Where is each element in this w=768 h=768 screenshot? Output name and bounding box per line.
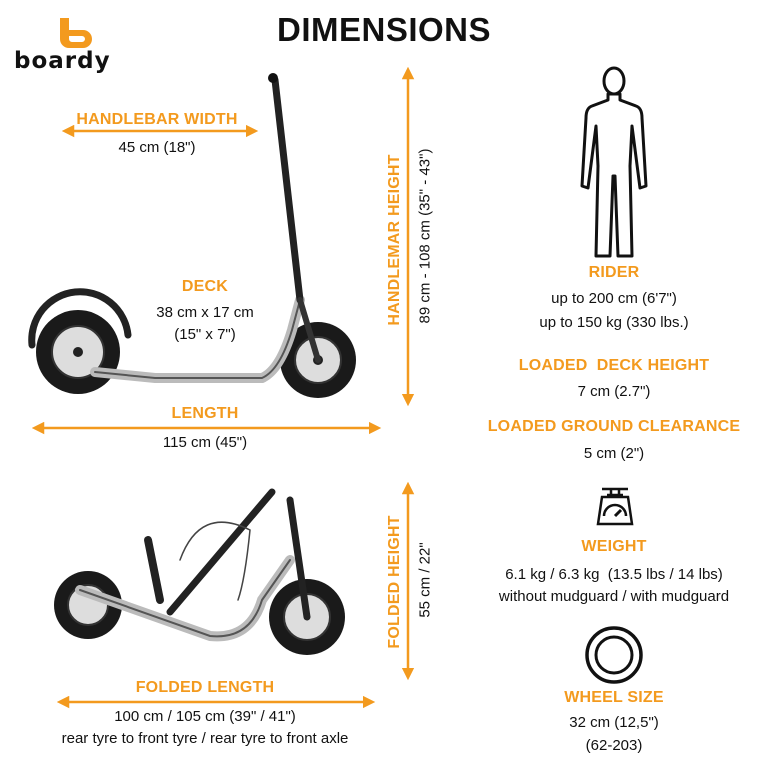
wheel-icon [585, 626, 643, 684]
rider-height: up to 200 cm (6'7") [551, 290, 677, 307]
weight-value: 6.1 kg / 6.3 kg (13.5 lbs / 14 lbs) [505, 566, 723, 583]
deck-value-metric: 38 cm x 17 cm [156, 304, 254, 321]
deck-value-imperial: (15" x 7") [174, 326, 236, 343]
deck-height-value: 7 cm (2.7") [577, 383, 651, 400]
folded-length-label: FOLDED LENGTH [135, 679, 275, 696]
rider-icon [580, 66, 648, 258]
rider-label: RIDER [588, 264, 640, 281]
ground-clearance-value: 5 cm (2") [583, 445, 645, 462]
ground-clearance-label: LOADED GROUND CLEARANCE [487, 418, 741, 435]
wheel-size-code: (62-203) [585, 737, 643, 754]
folded-height-value: 55 cm / 22" [416, 542, 434, 618]
folded-height-label: FOLDED HEIGHT [386, 515, 403, 649]
weight-note: without mudguard / with mudguard [498, 588, 730, 605]
wheel-size-label: WHEEL SIZE [564, 689, 664, 706]
handlebar-height-value: 89 cm - 108 cm (35" - 43") [416, 148, 434, 324]
scooter-folded [54, 488, 345, 655]
handlebar-width-value: 45 cm (18") [118, 139, 196, 156]
folded-length-value: 100 cm / 105 cm (39" / 41") [114, 708, 296, 725]
logo-wordmark: boardy [14, 48, 111, 74]
length-value: 115 cm (45") [162, 434, 248, 451]
handlebar-width-label: HANDLEBAR WIDTH [76, 111, 238, 128]
length-label: LENGTH [171, 405, 239, 422]
logo-b-icon [60, 18, 92, 48]
weight-label: WEIGHT [581, 538, 647, 555]
rider-weight: up to 150 kg (330 lbs.) [539, 314, 689, 331]
page-title: DIMENSIONS [276, 11, 492, 48]
wheel-size-value: 32 cm (12,5") [569, 714, 659, 731]
scooter-unfolded [28, 73, 356, 398]
deck-height-label: LOADED DECK HEIGHT [518, 357, 710, 374]
brand-logo: boardy [14, 14, 132, 74]
folded-length-note: rear tyre to front tyre / rear tyre to f… [61, 730, 349, 747]
scale-icon [596, 487, 634, 526]
deck-label: DECK [181, 278, 229, 295]
handlebar-height-label: HANDLEMAR HEIGHT [386, 154, 403, 326]
